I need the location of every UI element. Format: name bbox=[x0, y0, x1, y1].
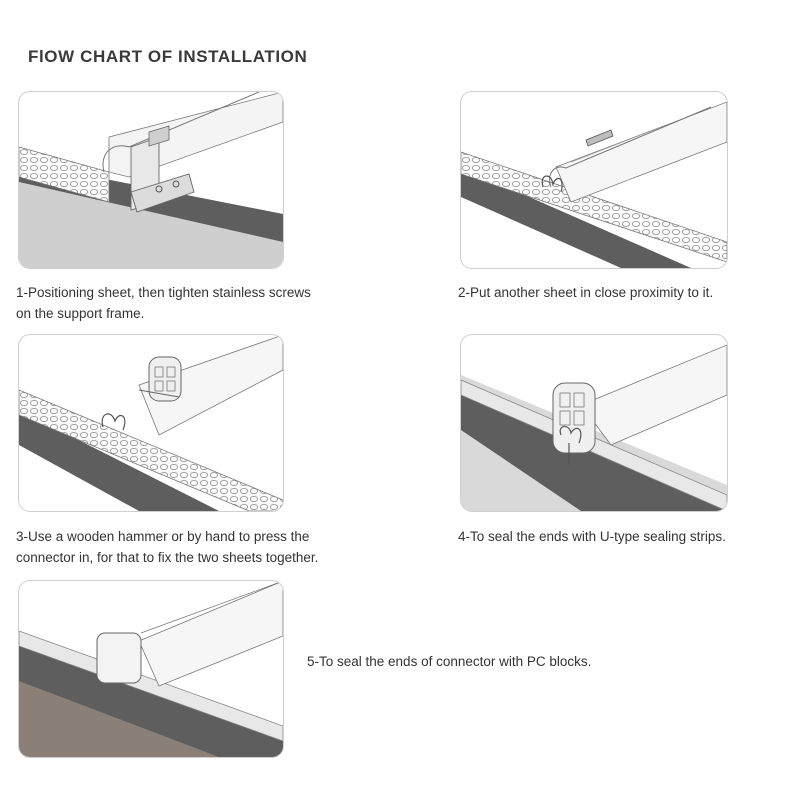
step-3-caption-line-2: connector in, for that to fix the two sh… bbox=[16, 550, 319, 565]
step-1-caption-line-1: 1-Positioning sheet, then tighten stainl… bbox=[16, 285, 311, 300]
step-2-caption-line-1: 2-Put another sheet in close proximity t… bbox=[458, 285, 714, 300]
step-2-caption: 2-Put another sheet in close proximity t… bbox=[458, 282, 778, 303]
step-4-illustration bbox=[460, 334, 728, 512]
step-5-caption-line-1: 5-To seal the ends of connector with PC … bbox=[307, 654, 592, 669]
step-4-caption-line-1: 4-To seal the ends with U-type sealing s… bbox=[458, 529, 726, 544]
step-5-caption: 5-To seal the ends of connector with PC … bbox=[307, 651, 627, 672]
step-3-illustration bbox=[18, 334, 284, 512]
step-4-caption: 4-To seal the ends with U-type sealing s… bbox=[458, 526, 778, 547]
step-3-caption-line-1: 3-Use a wooden hammer or by hand to pres… bbox=[16, 529, 310, 544]
step-1-illustration bbox=[18, 91, 284, 269]
step-5-illustration bbox=[18, 580, 284, 758]
step-1-caption: 1-Positioning sheet, then tighten stainl… bbox=[16, 282, 336, 324]
step-1-caption-line-2: on the support frame. bbox=[16, 306, 145, 321]
step-2-illustration bbox=[460, 91, 728, 269]
page-title: FlOW CHART OF INSTALLATION bbox=[28, 47, 308, 66]
step-3-caption: 3-Use a wooden hammer or by hand to pres… bbox=[16, 526, 336, 568]
